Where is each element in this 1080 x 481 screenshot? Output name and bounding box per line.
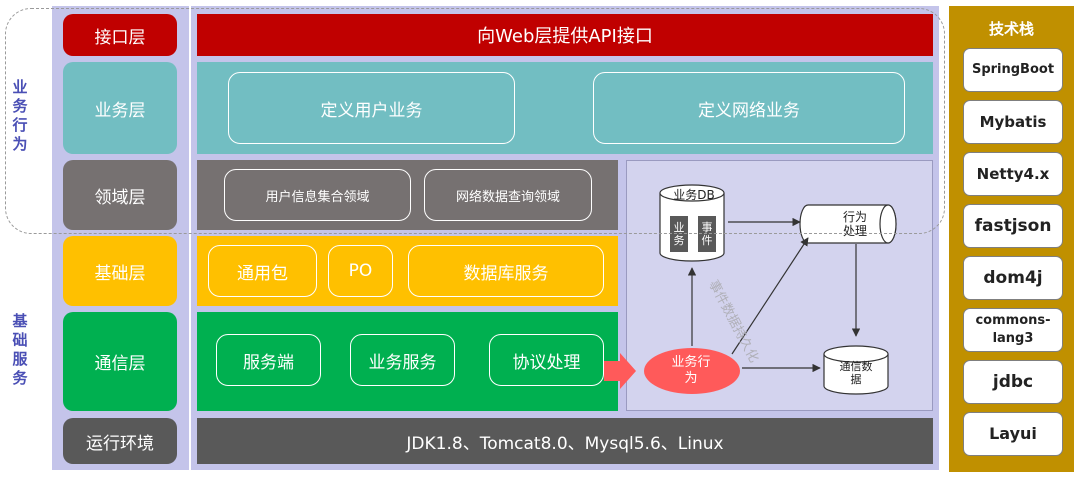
- action-ellipse: [644, 348, 740, 394]
- db-label: 业务DB: [673, 188, 715, 202]
- side-label-base: 基础服务: [12, 312, 28, 387]
- tech-item-mybatis: Mybatis: [963, 100, 1063, 144]
- layer-business: 业务层: [63, 62, 177, 154]
- business-box-network: 定义网络业务: [593, 72, 905, 144]
- db-inner-left-label: 业务: [673, 221, 685, 247]
- domain-box-user: 用户信息集合领域: [224, 169, 411, 221]
- side-label-business: 业务行为: [12, 78, 28, 153]
- db-inner-right-label: 事件: [701, 221, 713, 247]
- comm-data-cylinder: [823, 345, 889, 395]
- tech-item-dom4j: dom4j: [963, 256, 1063, 300]
- interface-row: 向Web层提供API接口: [197, 14, 933, 56]
- comm-box-server: 服务端: [216, 334, 321, 386]
- layer-comm: 通信层: [63, 312, 177, 411]
- comm-row: 服务端 业务服务 协议处理: [197, 312, 618, 411]
- tech-item-jdbc: jdbc: [963, 360, 1063, 404]
- business-row: 定义用户业务 定义网络业务: [197, 62, 933, 154]
- tech-item-netty: Netty4.x: [963, 152, 1063, 196]
- business-behavior-region: [5, 8, 945, 234]
- tech-item-fastjson: fastjson: [963, 204, 1063, 248]
- tech-item-layui: Layui: [963, 412, 1063, 456]
- action-label: 业务行为: [671, 355, 711, 386]
- layer-base: 基础层: [63, 236, 177, 306]
- tech-item-springboot: SpringBoot: [963, 48, 1063, 92]
- base-box-db: 数据库服务: [408, 245, 604, 297]
- comm-box-business: 业务服务: [350, 334, 455, 386]
- domain-box-network: 网络数据查询领域: [424, 169, 592, 221]
- db-inner-left: [670, 216, 688, 252]
- tech-stack-title: 技术栈: [988, 19, 1034, 38]
- comm-box-protocol: 协议处理: [489, 334, 604, 386]
- layer-domain: 领域层: [63, 160, 177, 230]
- base-row: 通用包 PO 数据库服务: [197, 236, 618, 306]
- business-box-user: 定义用户业务: [228, 72, 515, 144]
- runtime-row: JDK1.8、Tomcat8.0、Mysql5.6、Linux: [197, 418, 933, 464]
- db-inner-right: [698, 216, 716, 252]
- process-label: 行为处理: [842, 210, 867, 238]
- domain-row: 用户信息集合领域 网络数据查询领域: [197, 160, 618, 230]
- arrow-action-to-process: [731, 237, 809, 355]
- tech-item-commons-lang3: commons-lang3: [963, 308, 1063, 352]
- pink-arrow-icon: [604, 353, 636, 389]
- comm-data-label: 通信数据: [839, 360, 873, 386]
- base-box-po: PO: [328, 245, 393, 297]
- layer-runtime: 运行环境: [63, 418, 177, 464]
- layer-interface: 接口层: [63, 14, 177, 56]
- base-box-common: 通用包: [208, 245, 317, 297]
